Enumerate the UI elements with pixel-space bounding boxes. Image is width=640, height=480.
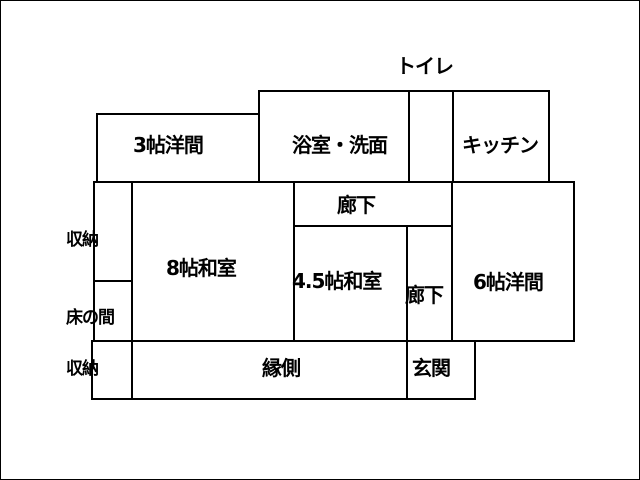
room-engawa bbox=[131, 340, 408, 400]
label-entrance: 玄関 bbox=[412, 356, 451, 380]
label-western-6: 6帖洋間 bbox=[473, 270, 544, 294]
label-bath-wash: 浴室・洗面 bbox=[292, 133, 388, 157]
room-hallway-top bbox=[293, 181, 453, 227]
room-western-6 bbox=[451, 181, 575, 342]
label-engawa: 縁側 bbox=[262, 356, 301, 380]
label-kitchen: キッチン bbox=[462, 133, 539, 157]
label-western-3: 3帖洋間 bbox=[133, 133, 204, 157]
label-japanese-8: 8帖和室 bbox=[166, 256, 237, 280]
label-storage-upper: 収納 bbox=[66, 230, 99, 250]
label-toilet: トイレ bbox=[396, 54, 454, 78]
room-toilet bbox=[408, 90, 454, 183]
room-japanese-45 bbox=[293, 225, 408, 342]
label-hallway-mid: 廊下 bbox=[405, 283, 444, 307]
label-storage-lower: 収納 bbox=[66, 359, 99, 379]
room-entrance bbox=[406, 340, 476, 400]
label-japanese-45: 4.5帖和室 bbox=[292, 269, 382, 293]
room-bath-wash bbox=[258, 90, 410, 183]
room-storage-upper bbox=[93, 181, 133, 282]
label-hallway-top: 廊下 bbox=[337, 193, 376, 217]
label-tokonoma: 床の間 bbox=[66, 308, 115, 328]
room-japanese-8 bbox=[131, 181, 295, 342]
room-hallway-mid bbox=[406, 225, 453, 342]
